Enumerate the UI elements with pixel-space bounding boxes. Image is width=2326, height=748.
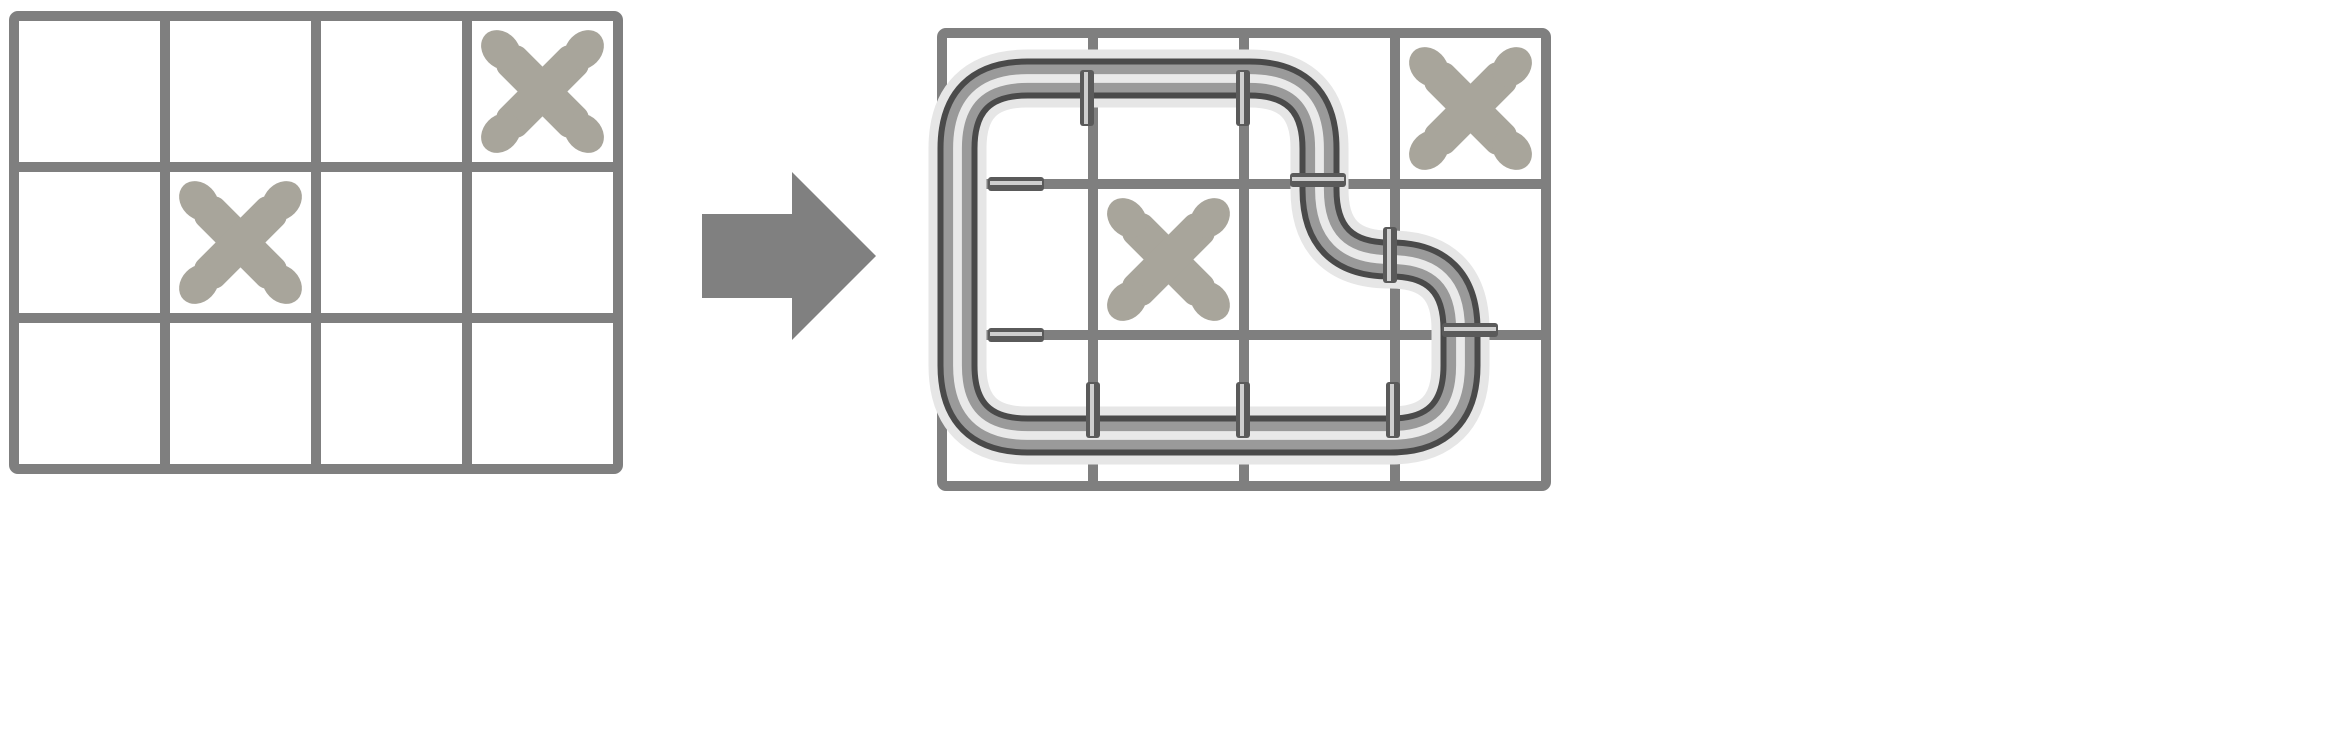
cross-end <box>564 113 604 153</box>
cross-end <box>1409 47 1449 87</box>
cross-end <box>1492 47 1532 87</box>
pipe-flange <box>1383 227 1397 283</box>
cross-end <box>179 181 219 221</box>
right-grid-with-pipe-loop <box>928 28 1551 491</box>
pipe-flange <box>1386 382 1400 438</box>
cross-end <box>564 30 604 70</box>
pipe-flange <box>1086 382 1100 438</box>
cross-end <box>1492 130 1532 170</box>
cross-end <box>1409 130 1449 170</box>
right-arrow-icon <box>702 172 876 340</box>
pipe-flange <box>1236 382 1250 438</box>
cross-end <box>481 113 521 153</box>
cross-mark-icon <box>179 181 302 304</box>
pipe-loop <box>928 49 1498 465</box>
pipe-flange <box>988 177 1044 191</box>
cross-end <box>1107 281 1147 321</box>
cross-mark-icon <box>1107 198 1230 321</box>
pipe-flange <box>1080 70 1094 126</box>
cross-end <box>262 181 302 221</box>
left-grid-empty <box>9 11 623 474</box>
pipe-flange <box>988 328 1044 342</box>
cross-stroke <box>1424 62 1517 155</box>
cross-stroke <box>1122 213 1215 306</box>
pipe-flange <box>1236 70 1250 126</box>
cross-end <box>1107 198 1147 238</box>
cross-stroke <box>496 45 589 138</box>
cross-end <box>481 30 521 70</box>
cross-stroke <box>194 196 287 289</box>
pipe-flange <box>1442 323 1498 337</box>
cross-end <box>1190 198 1230 238</box>
cross-mark-icon <box>481 30 604 153</box>
cross-end <box>1190 281 1230 321</box>
arrow-shape <box>702 172 876 340</box>
pipe-highlight <box>953 74 1465 440</box>
cross-end <box>262 264 302 304</box>
pipe-flange <box>1290 173 1346 187</box>
cross-mark-icon <box>1409 47 1532 170</box>
cross-end <box>179 264 219 304</box>
